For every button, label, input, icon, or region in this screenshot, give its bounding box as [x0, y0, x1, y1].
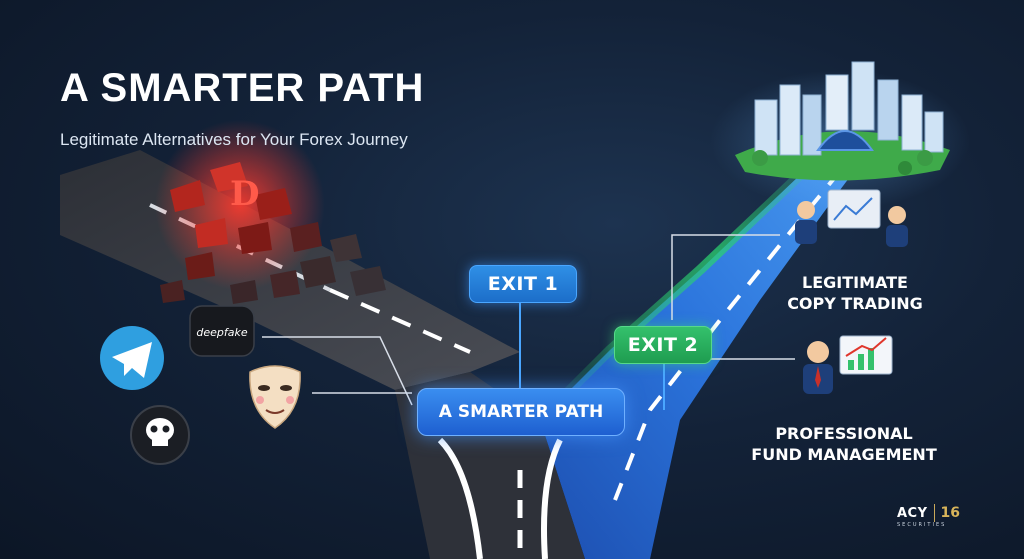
broken-d-glyph: D: [230, 174, 259, 214]
fund-management-line1: PROFESSIONAL: [775, 424, 913, 443]
telegram-icon: [100, 326, 164, 390]
fund-management-label: PROFESSIONAL FUND MANAGEMENT: [744, 423, 944, 465]
deepfake-icon: deepfake: [189, 305, 255, 357]
logo-divider: [933, 504, 935, 522]
exit-2-sign: EXIT 2: [614, 326, 712, 364]
city-skyline: [710, 61, 970, 210]
page-subtitle: Legitimate Alternatives for Your Forex J…: [60, 130, 408, 149]
deepfake-text: deepfake: [196, 326, 247, 339]
smarter-path-sign: A SMARTER PATH: [417, 388, 625, 436]
logo-brand: ACY: [897, 505, 928, 521]
page-title: A SMARTER PATH: [60, 66, 425, 110]
mask-icon: [249, 365, 301, 429]
logo-sub: SECURITIES: [897, 522, 947, 528]
copy-trading-line2: COPY TRADING: [787, 294, 923, 313]
exit-1-sign: EXIT 1: [469, 265, 577, 303]
brand-logo: ACY 16 SECURITIES: [897, 502, 960, 528]
connector-lines: [262, 234, 795, 406]
crumbling-debris: D: [155, 120, 386, 304]
copy-trading-line1: LEGITIMATE: [802, 273, 908, 292]
copy-trading-label: LEGITIMATE COPY TRADING: [770, 272, 940, 314]
fund-manager-figure: [803, 335, 893, 394]
skull-icon: [130, 405, 190, 465]
copy-trading-figures: [795, 189, 908, 247]
fund-management-line2: FUND MANAGEMENT: [751, 445, 937, 464]
logo-years: 16: [940, 505, 960, 521]
